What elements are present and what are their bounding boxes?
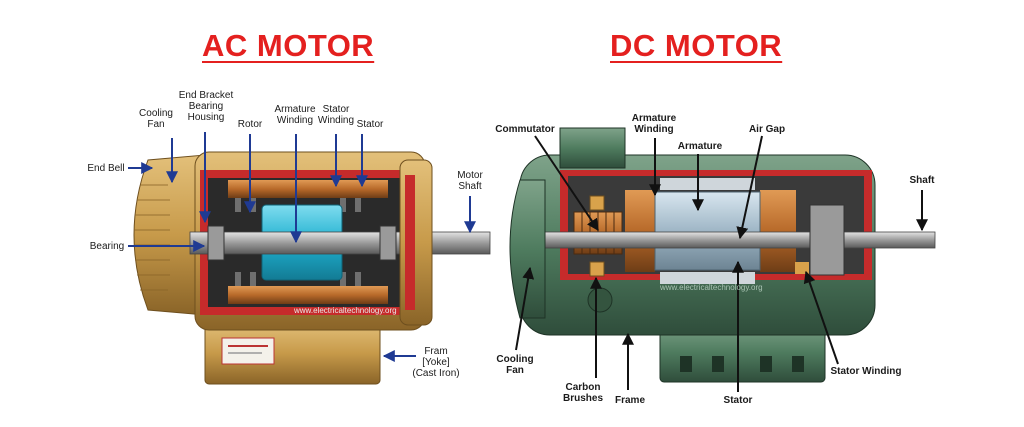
- dc-label-carbon-brushes: Carbon Brushes: [562, 382, 603, 404]
- dc-label-air-gap: Air Gap: [748, 124, 786, 135]
- ac-label-cooling-fan: Cooling Fan: [139, 108, 173, 130]
- dc-label-armature-winding: Armature Winding: [631, 113, 677, 135]
- dc-callout-arrows: [515, 135, 928, 392]
- dc-label-shaft: Shaft: [909, 175, 935, 186]
- dc-label-frame: Frame: [614, 395, 645, 406]
- dc-label-stator: Stator: [723, 395, 753, 406]
- dc-label-cooling-fan: Cooling Fan: [496, 354, 534, 376]
- ac-label-bearing: Bearing: [89, 241, 125, 252]
- dc-label-stator-winding: Stator Winding: [830, 366, 902, 377]
- ac-callout-arrows: [128, 132, 476, 362]
- ac-label-motor-shaft: Motor Shaft: [457, 170, 483, 192]
- ac-label-frame-yoke: Fram [Yoke] (Cast Iron): [412, 346, 460, 379]
- ac-motor-title: AC MOTOR: [202, 28, 375, 63]
- dc-motor-drawing: [509, 127, 936, 383]
- ac-label-armature-winding: Armature Winding: [274, 104, 316, 126]
- ac-watermark: www.electricaltechnology.org: [294, 306, 397, 315]
- ac-label-stator-winding: Stator Winding: [317, 104, 355, 126]
- dc-watermark: www.electricaltechnology.org: [660, 283, 763, 292]
- dc-motor-title: DC MOTOR: [610, 28, 783, 63]
- dc-label-commutator: Commutator: [495, 124, 555, 135]
- dc-label-armature: Armature: [677, 141, 723, 152]
- ac-label-end-bracket-bearing-housing: End Bracket Bearing Housing: [178, 90, 234, 123]
- ac-label-end-bell: End Bell: [87, 163, 125, 174]
- ac-label-rotor: Rotor: [237, 119, 263, 130]
- ac-label-stator: Stator: [356, 119, 384, 130]
- ac-motor-drawing: [133, 151, 491, 385]
